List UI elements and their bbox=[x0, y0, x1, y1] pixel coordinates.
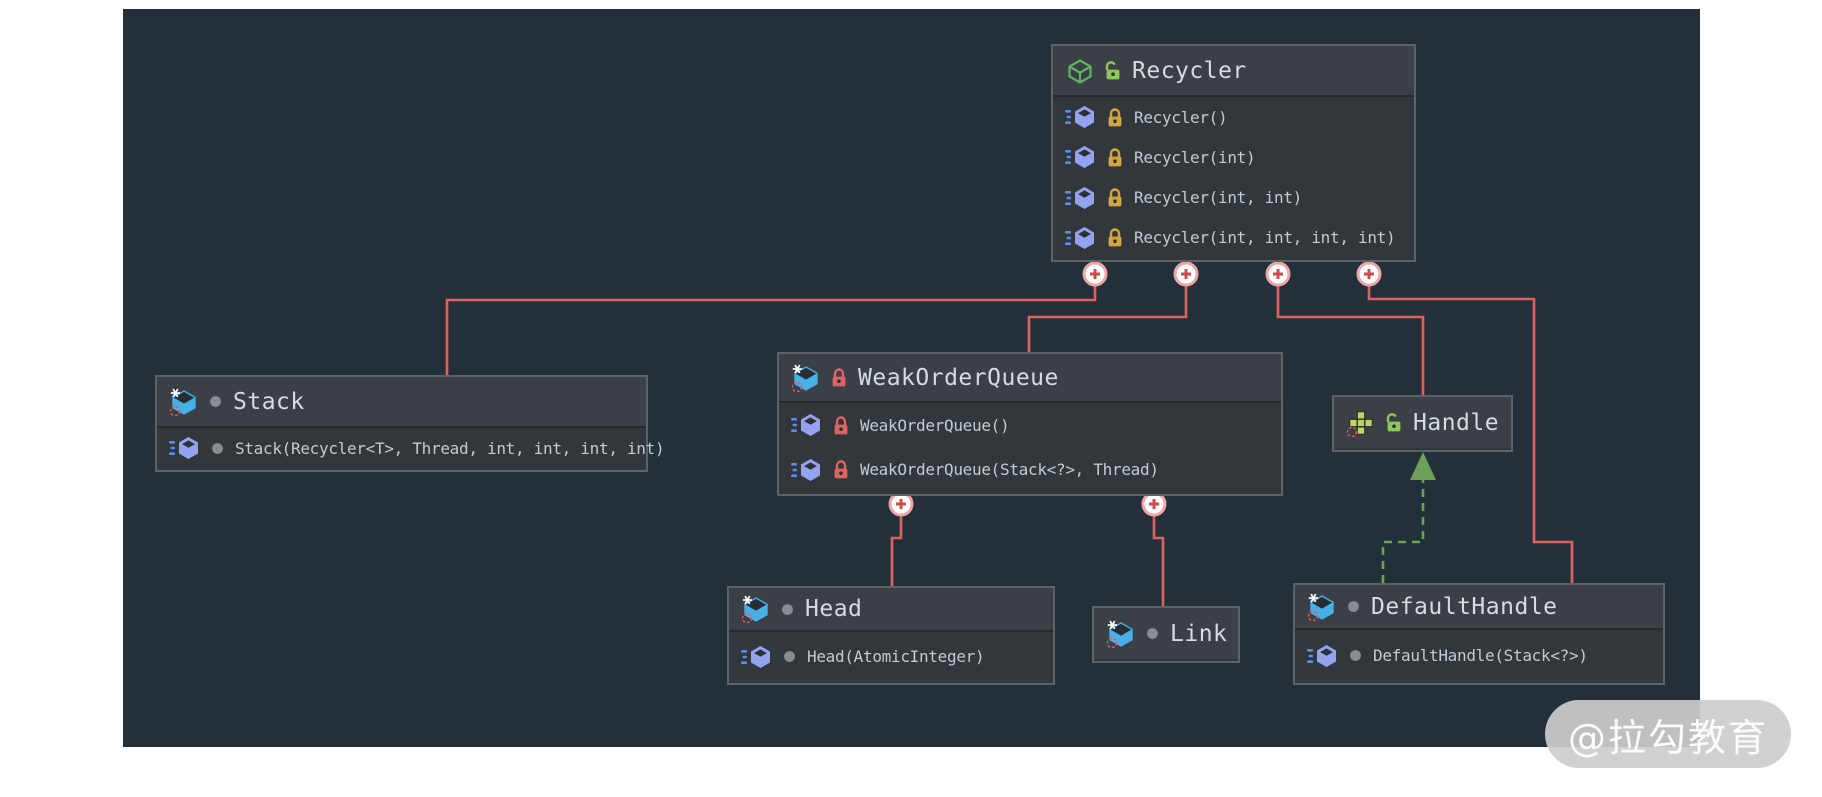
method-icon bbox=[1065, 146, 1094, 169]
final-class-icon bbox=[1308, 593, 1334, 621]
class-header-default-handle[interactable]: DefaultHandle bbox=[1295, 585, 1663, 630]
method-label: WeakOrderQueue(Stack<?>, Thread) bbox=[860, 460, 1159, 480]
class-node-recycler[interactable]: Recycler Recycler() Recycler(int) Recycl… bbox=[1051, 44, 1416, 262]
method-icon bbox=[1307, 644, 1336, 667]
protected-lock-icon bbox=[1108, 148, 1122, 167]
private-lock-icon bbox=[834, 460, 848, 479]
expand-marker[interactable] bbox=[1265, 261, 1291, 287]
method-label: DefaultHandle(Stack<?>) bbox=[1373, 646, 1588, 665]
method-label: WeakOrderQueue() bbox=[860, 415, 1010, 435]
inheritance-line-recycler-to-weak-order-queue bbox=[1027, 285, 1188, 352]
method-row[interactable]: Stack(Recycler<T>, Thread, int, int, int… bbox=[157, 428, 665, 468]
method-label: Head(AtomicInteger) bbox=[807, 647, 985, 666]
interface-icon bbox=[1347, 410, 1374, 437]
method-row[interactable]: WeakOrderQueue(Stack<?>, Thread) bbox=[779, 448, 1281, 493]
final-class-icon bbox=[170, 388, 196, 416]
private-lock-icon bbox=[832, 368, 846, 387]
method-icon bbox=[1065, 226, 1094, 249]
method-icon bbox=[1065, 106, 1094, 129]
class-header-head[interactable]: Head bbox=[729, 588, 1053, 632]
inheritance-line-recycler-to-handle bbox=[1276, 285, 1425, 395]
class-title: Head bbox=[805, 596, 863, 622]
class-title: Link bbox=[1170, 620, 1228, 647]
method-row[interactable]: WeakOrderQueue() bbox=[779, 403, 1281, 448]
class-title: DefaultHandle bbox=[1371, 593, 1558, 620]
method-icon bbox=[1065, 186, 1094, 209]
class-header-handle[interactable]: Handle bbox=[1334, 397, 1511, 448]
package-private-dot-icon bbox=[212, 442, 223, 454]
inheritance-line-recycler-to-default-handle bbox=[1367, 285, 1574, 583]
package-private-dot-icon bbox=[210, 396, 221, 407]
class-node-link[interactable]: Link bbox=[1092, 606, 1240, 663]
class-node-weak-order-queue[interactable]: WeakOrderQueue WeakOrderQueue() WeakOrde… bbox=[777, 352, 1283, 496]
implements-arrowhead bbox=[1410, 452, 1436, 480]
watermark: @拉勾教育 bbox=[1545, 700, 1791, 768]
final-class-icon bbox=[1107, 620, 1133, 648]
method-label: Stack(Recycler<T>, Thread, int, int, int… bbox=[235, 438, 665, 458]
protected-lock-icon bbox=[1108, 107, 1122, 127]
method-label: Recycler(int) bbox=[1134, 147, 1256, 167]
private-lock-icon bbox=[834, 416, 848, 435]
method-icon bbox=[741, 645, 770, 668]
package-private-dot-icon bbox=[784, 651, 795, 662]
final-class-icon bbox=[792, 364, 818, 392]
package-private-dot-icon bbox=[1350, 650, 1361, 661]
protected-lock-icon bbox=[1108, 228, 1122, 247]
method-label: Recycler(int, int, int, int) bbox=[1134, 228, 1396, 248]
method-icon bbox=[791, 458, 820, 481]
expand-marker[interactable] bbox=[1082, 261, 1108, 287]
method-row[interactable]: Recycler(int, int) bbox=[1053, 178, 1414, 218]
class-header-recycler[interactable]: Recycler bbox=[1053, 46, 1414, 97]
inheritance-line-recycler-to-stack bbox=[445, 285, 1097, 375]
abstract-class-icon bbox=[1068, 58, 1092, 84]
method-row[interactable]: Recycler() bbox=[1053, 97, 1414, 137]
inheritance-line-weak-order-queue-to-link bbox=[1152, 515, 1165, 606]
class-node-handle[interactable]: Handle bbox=[1332, 395, 1513, 452]
package-private-dot-icon bbox=[782, 603, 793, 615]
inheritance-line-weak-order-queue-to-head bbox=[890, 515, 903, 586]
public-lock-icon bbox=[1105, 61, 1120, 80]
method-row[interactable]: Recycler(int) bbox=[1053, 137, 1414, 177]
class-node-head[interactable]: Head Head(AtomicInteger) bbox=[727, 586, 1055, 685]
expand-marker[interactable] bbox=[1173, 261, 1199, 287]
method-label: Recycler() bbox=[1134, 107, 1228, 127]
method-row[interactable]: Recycler(int, int, int, int) bbox=[1053, 218, 1414, 258]
method-icon bbox=[791, 414, 820, 437]
final-class-icon bbox=[742, 595, 768, 623]
class-header-link[interactable]: Link bbox=[1094, 608, 1238, 659]
public-lock-icon bbox=[1386, 413, 1401, 432]
method-label: Recycler(int, int) bbox=[1134, 188, 1302, 208]
watermark-text: @拉勾教育 bbox=[1567, 715, 1768, 760]
method-icon bbox=[169, 437, 198, 459]
class-title: Stack bbox=[233, 388, 305, 415]
class-node-default-handle[interactable]: DefaultHandle DefaultHandle(Stack<?>) bbox=[1293, 583, 1665, 685]
expand-marker[interactable] bbox=[888, 491, 914, 517]
class-title: Recycler bbox=[1132, 57, 1247, 84]
class-title: Handle bbox=[1413, 409, 1500, 436]
class-title: WeakOrderQueue bbox=[858, 364, 1059, 391]
expand-marker[interactable] bbox=[1141, 491, 1167, 517]
class-header-weak-order-queue[interactable]: WeakOrderQueue bbox=[779, 354, 1281, 403]
expand-marker[interactable] bbox=[1356, 261, 1382, 287]
implements-line-default-handle-to-handle bbox=[1381, 478, 1425, 583]
class-node-stack[interactable]: Stack Stack(Recycler<T>, Thread, int, in… bbox=[155, 375, 665, 472]
protected-lock-icon bbox=[1108, 188, 1122, 207]
package-private-dot-icon bbox=[1348, 601, 1359, 612]
method-row[interactable]: DefaultHandle(Stack<?>) bbox=[1295, 630, 1663, 681]
package-private-dot-icon bbox=[1147, 628, 1158, 639]
class-header-stack[interactable]: Stack bbox=[157, 377, 646, 428]
method-row[interactable]: Head(AtomicInteger) bbox=[729, 632, 1053, 681]
